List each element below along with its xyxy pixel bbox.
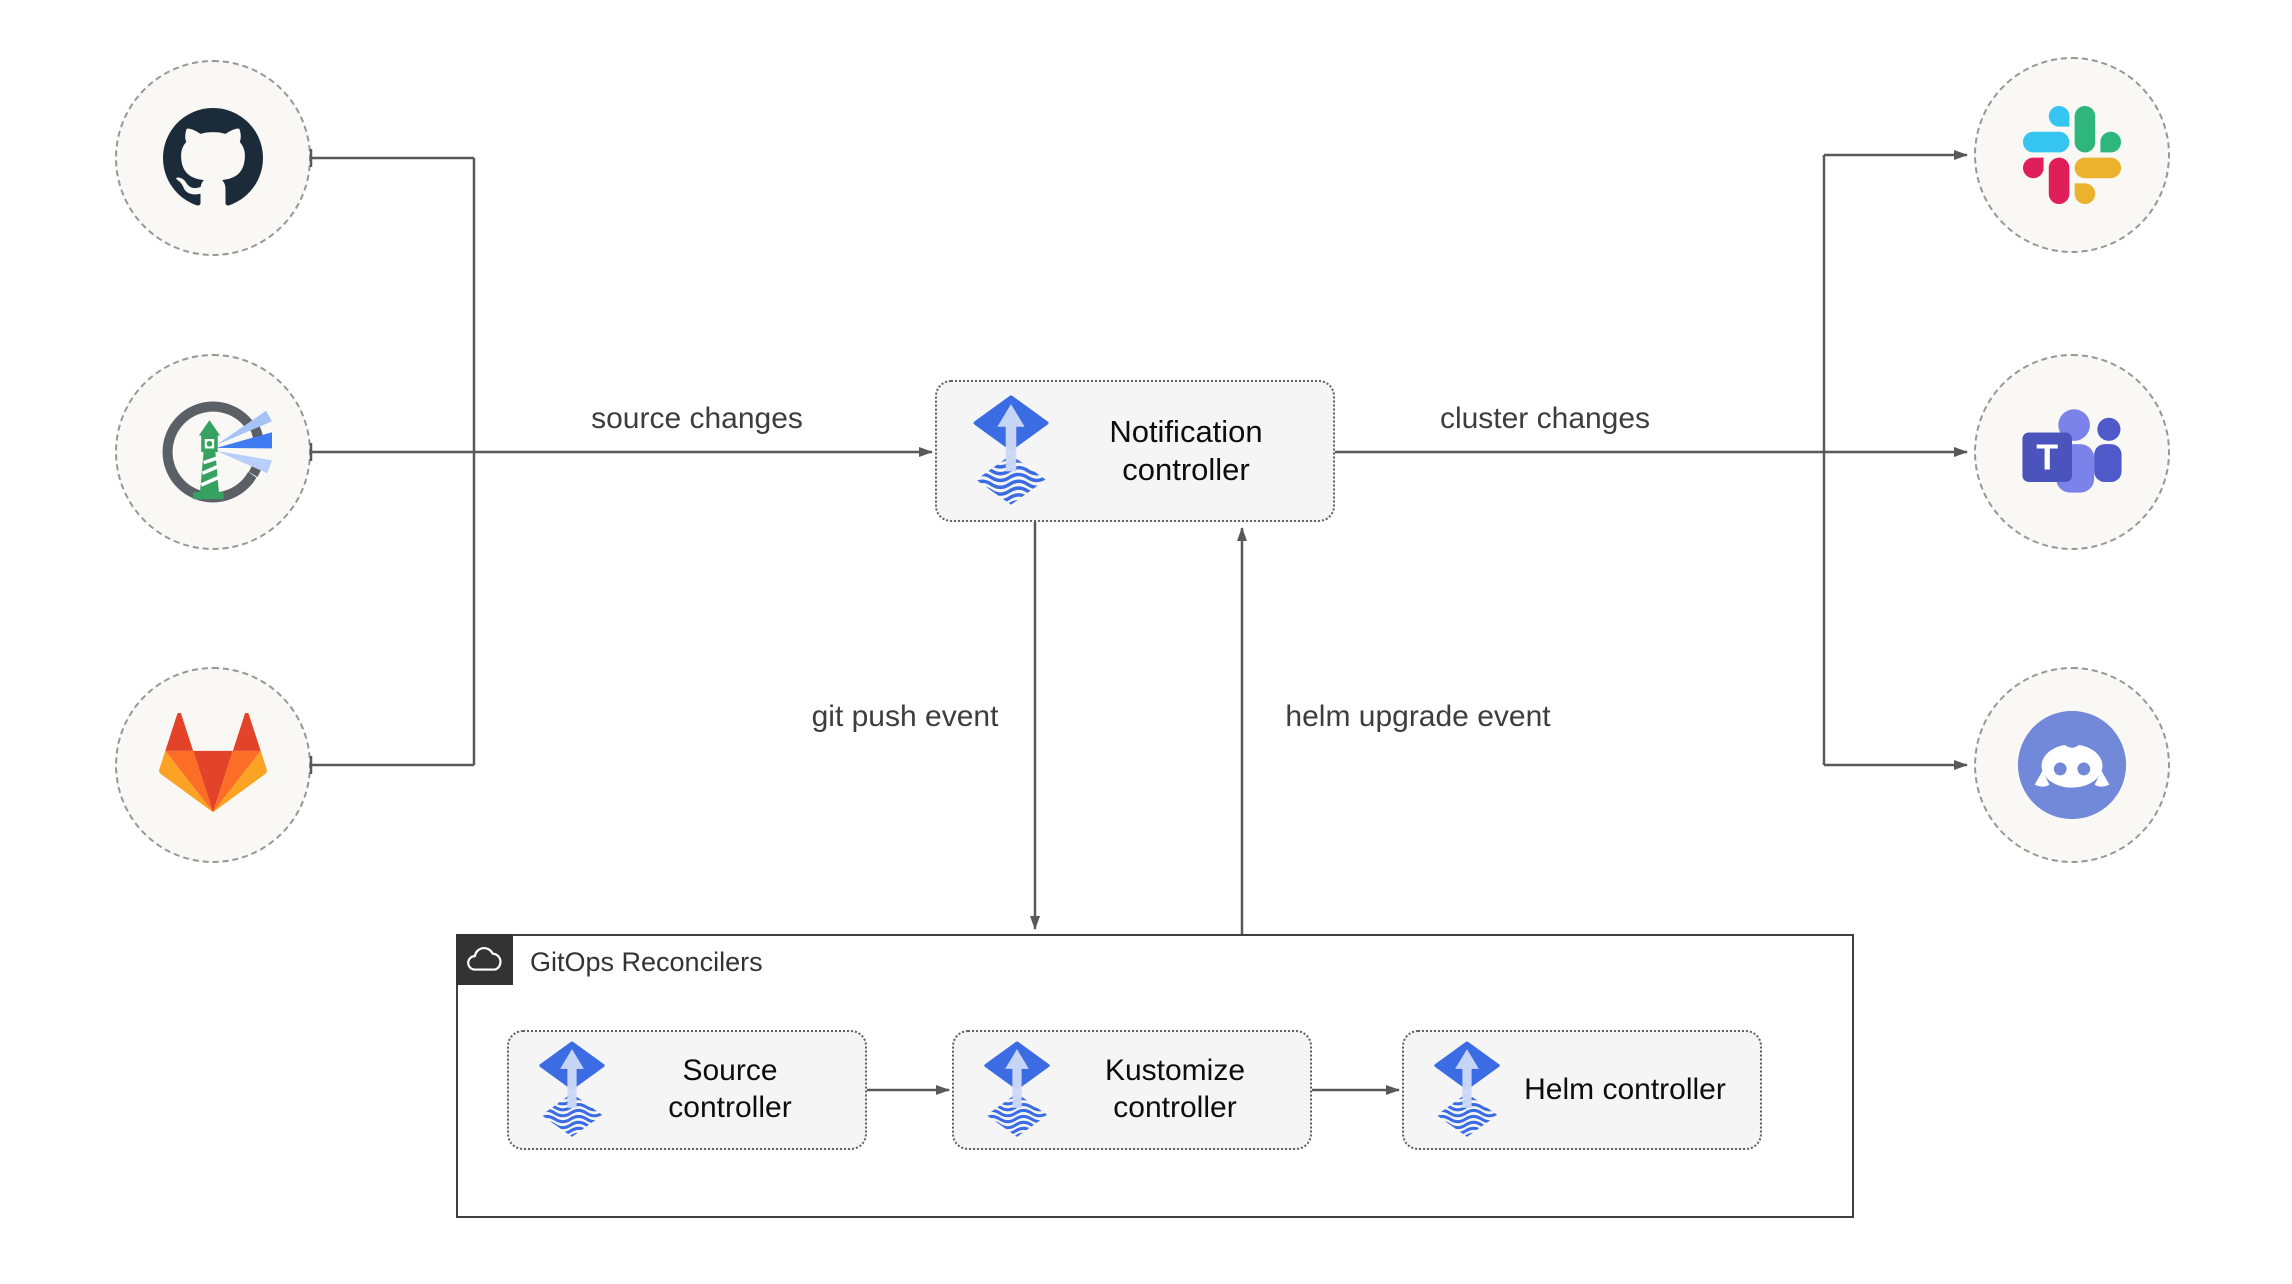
flux-icon (973, 395, 1049, 507)
flux-icon (1434, 1041, 1500, 1139)
endpoint-gitlab (115, 667, 311, 863)
gitlab-connector (309, 756, 474, 774)
teams-letter: T (2036, 437, 2058, 477)
github-icon (163, 108, 263, 206)
edge-label-cluster-changes: cluster changes (1439, 402, 1651, 435)
edge-label-source-changes: source changes (591, 402, 803, 435)
group-label: GitOps Reconcilers (530, 947, 763, 977)
endpoint-teams: T (1974, 354, 2170, 550)
node-helm-controller: Helm controller (1402, 1030, 1762, 1150)
node-source-controller: Source controller (507, 1030, 867, 1150)
endpoint-harbor (115, 354, 311, 550)
node-label: Source controller (668, 1054, 792, 1124)
teams-icon: T (2022, 408, 2122, 493)
node-label: Helm controller (1524, 1072, 1726, 1106)
harbor-icon (162, 401, 272, 503)
gitlab-icon (159, 713, 267, 813)
edge-label-git-push-event: git push event (811, 700, 999, 733)
flux-icon (539, 1041, 605, 1139)
discord-icon (2017, 710, 2127, 820)
group-badge (456, 934, 513, 985)
node-label: Kustomize controller (1104, 1054, 1246, 1124)
node-kustomize-controller: Kustomize controller (952, 1030, 1312, 1150)
node-label: Notification controller (1109, 414, 1263, 487)
endpoint-discord (1974, 667, 2170, 863)
source-changes-arrow (309, 443, 933, 461)
endpoint-slack (1974, 57, 2170, 253)
node-notification-controller: Notification controller (935, 380, 1335, 522)
flux-icon (984, 1041, 1050, 1139)
edge-label-helm-upgrade-event: helm upgrade event (1285, 700, 1551, 733)
slack-icon (2023, 106, 2121, 204)
github-connector (309, 149, 474, 167)
endpoint-github (115, 60, 311, 256)
cloud-icon (466, 947, 502, 971)
